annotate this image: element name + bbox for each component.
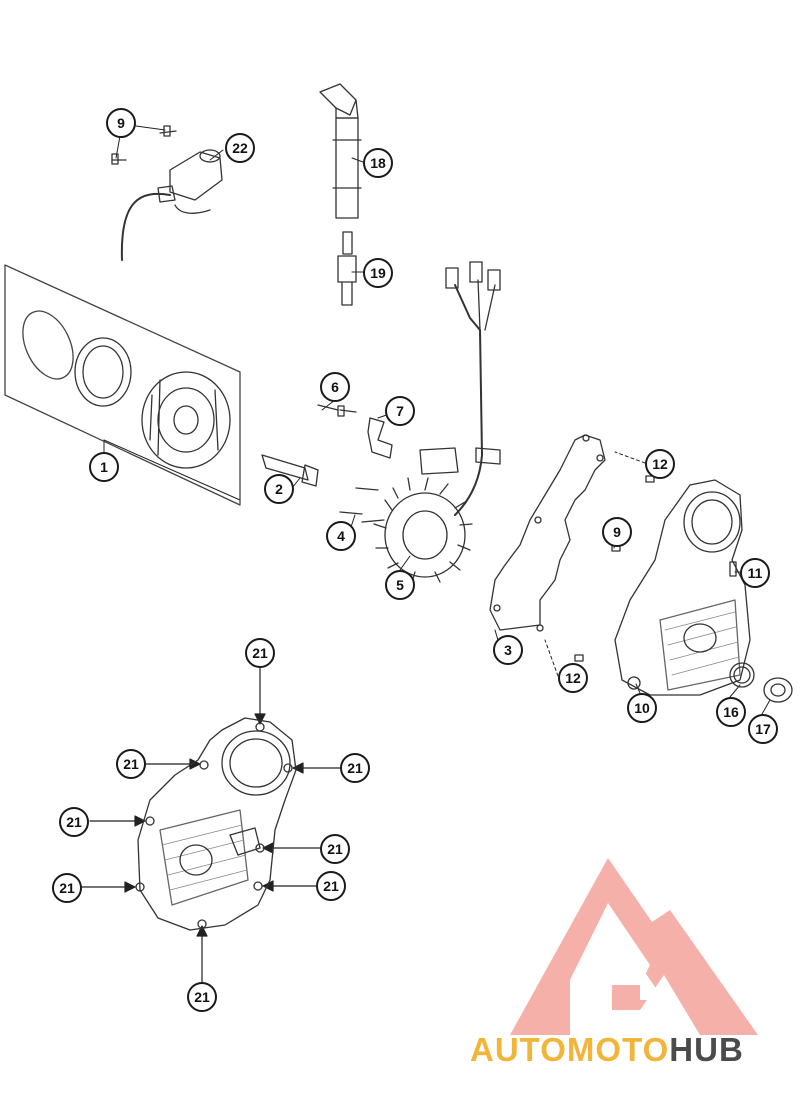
callout-21-top[interactable]: 21 — [245, 638, 275, 668]
callout-18[interactable]: 18 — [363, 148, 393, 178]
leader-lines — [103, 125, 771, 715]
callout-21-mid-left[interactable]: 21 — [59, 807, 89, 837]
callout-21-lower-left[interactable]: 21 — [52, 873, 82, 903]
callout-1[interactable]: 1 — [89, 452, 119, 482]
callout-16[interactable]: 16 — [716, 697, 746, 727]
callout-12-bottom[interactable]: 12 — [558, 663, 588, 693]
callout-3[interactable]: 3 — [493, 635, 523, 665]
callout-21-upper-right[interactable]: 21 — [340, 753, 370, 783]
cover-gasket — [489, 434, 606, 632]
watermark-logo — [510, 858, 758, 1035]
spark-plug-parts — [319, 83, 362, 306]
watermark-text: AUTOMOTOHUB — [470, 1030, 744, 1070]
callout-17[interactable]: 17 — [748, 714, 778, 744]
flywheel-assembly — [4, 264, 241, 506]
callout-21-lower-right[interactable]: 21 — [316, 871, 346, 901]
callout-7[interactable]: 7 — [385, 396, 415, 426]
stator — [373, 477, 473, 583]
callout-19[interactable]: 19 — [363, 258, 393, 288]
callout-4[interactable]: 4 — [326, 521, 356, 551]
callout-21-mid-right[interactable]: 21 — [320, 834, 350, 864]
callout-5[interactable]: 5 — [385, 570, 415, 600]
bolt-arrows — [81, 667, 341, 983]
ignition-cover-assembled — [135, 717, 297, 931]
ignition-cover-exploded — [574, 475, 793, 703]
watermark-text-moto: MOTO — [566, 1031, 670, 1068]
watermark-text-hub: HUB — [669, 1031, 744, 1068]
wiring-harness — [419, 261, 501, 516]
watermark-text-auto: AUTO — [470, 1031, 567, 1068]
callout-9[interactable]: 9 — [602, 517, 632, 547]
callout-8[interactable]: 9 — [106, 108, 136, 138]
callout-21-upper-left[interactable]: 21 — [116, 749, 146, 779]
callout-12-top[interactable]: 12 — [645, 449, 675, 479]
callout-11[interactable]: 11 — [740, 558, 770, 588]
callout-21-bottom[interactable]: 21 — [187, 982, 217, 1012]
callout-10[interactable]: 10 — [627, 693, 657, 723]
ignition-coil — [111, 125, 223, 261]
callout-22[interactable]: 22 — [225, 133, 255, 163]
small-fasteners — [261, 404, 393, 523]
callout-2[interactable]: 2 — [264, 474, 294, 504]
callout-6[interactable]: 6 — [320, 372, 350, 402]
